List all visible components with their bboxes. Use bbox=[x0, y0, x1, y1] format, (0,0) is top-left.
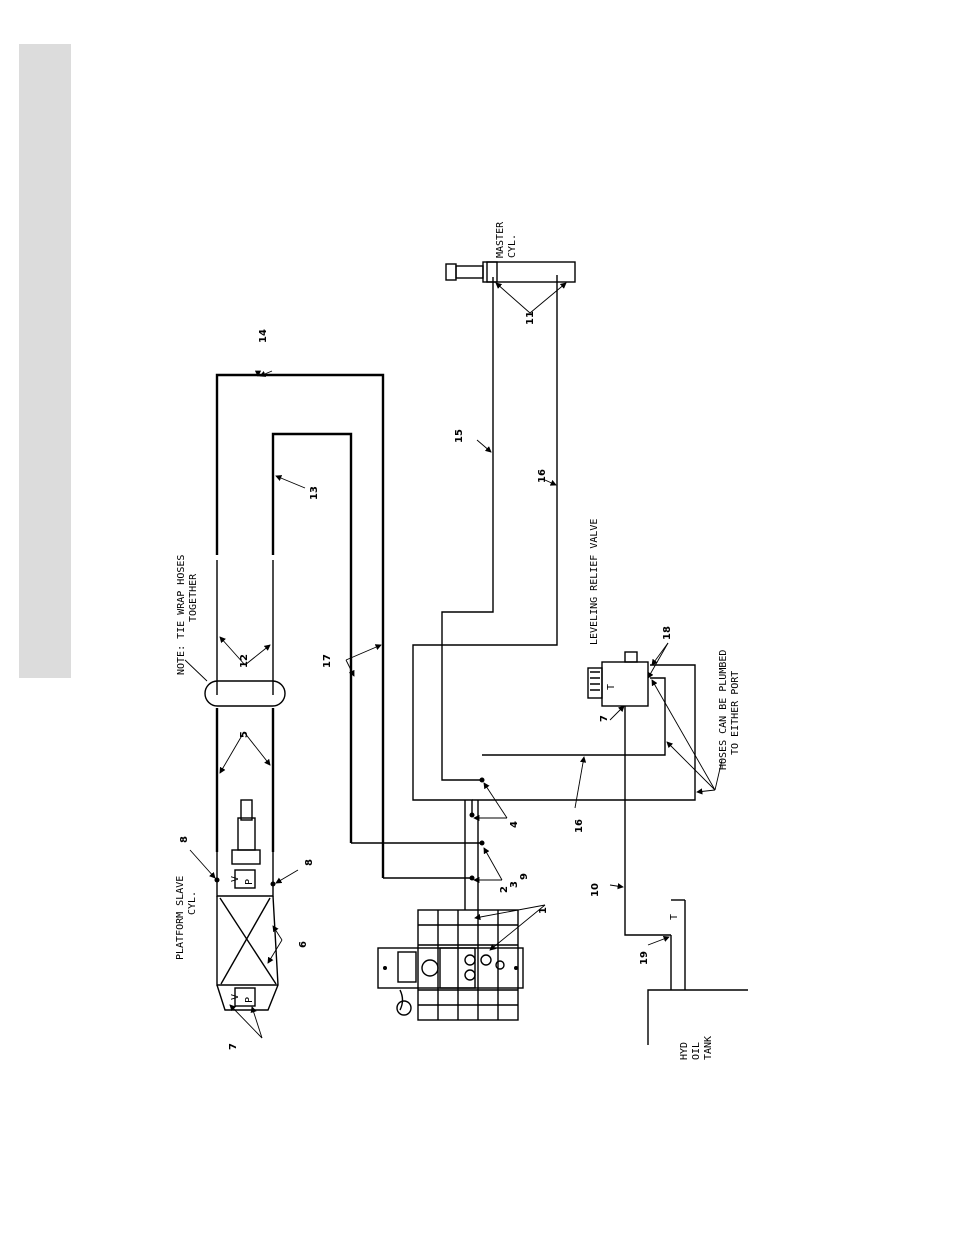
svg-text:OIL: OIL bbox=[691, 1042, 702, 1060]
hose-14 bbox=[217, 375, 472, 878]
callout-11: 11 bbox=[525, 311, 536, 325]
callout-9: 9 bbox=[519, 873, 530, 880]
port-v-lower: V bbox=[230, 994, 241, 1000]
port-p-upper: P bbox=[244, 879, 255, 885]
label-hoses-port: HOSES CAN BE PLUMBED TO EITHER PORT bbox=[718, 650, 741, 770]
label-note: NOTE: TIE WRAP HOSES TOGETHER bbox=[176, 555, 199, 675]
svg-text:TANK: TANK bbox=[703, 1036, 714, 1060]
hose-16-lower bbox=[472, 665, 695, 800]
callout-19: 19 bbox=[639, 951, 650, 965]
hydraulic-tank bbox=[648, 900, 748, 1045]
port-t-tank: T bbox=[669, 914, 680, 920]
leveling-relief-valve bbox=[588, 652, 648, 706]
callout-3: 3 bbox=[509, 881, 520, 888]
callout-6: 6 bbox=[298, 941, 309, 948]
svg-text:TO EITHER PORT: TO EITHER PORT bbox=[730, 671, 741, 755]
callout-13: 13 bbox=[309, 486, 320, 500]
callout-16-lower: 16 bbox=[574, 819, 585, 833]
hose-13 bbox=[273, 434, 482, 843]
svg-text:NOTE: TIE WRAP HOSES: NOTE: TIE WRAP HOSES bbox=[176, 555, 187, 675]
hose-16-upper bbox=[482, 678, 665, 755]
master-cylinder bbox=[446, 262, 575, 282]
svg-text:PLATFORM SLAVE: PLATFORM SLAVE bbox=[175, 876, 186, 960]
svg-text:MASTER: MASTER bbox=[495, 221, 506, 258]
control-valve bbox=[378, 910, 523, 1020]
callout-17: 17 bbox=[322, 654, 333, 668]
svg-text:CYL.: CYL. bbox=[187, 891, 198, 915]
callout-8-left: 8 bbox=[179, 836, 190, 843]
port-v-upper: V bbox=[230, 876, 241, 882]
hose-10 bbox=[625, 706, 671, 935]
callout-7-relief: 7 bbox=[599, 715, 610, 722]
callout-14: 14 bbox=[258, 329, 269, 343]
svg-text:HYD: HYD bbox=[679, 1042, 690, 1060]
callout-12: 12 bbox=[239, 654, 250, 668]
callout-15: 15 bbox=[454, 429, 465, 443]
callout-18: 18 bbox=[662, 626, 673, 640]
svg-text:TOGETHER: TOGETHER bbox=[188, 573, 199, 622]
platform-slave-cylinder bbox=[215, 800, 279, 1010]
hose-4 bbox=[413, 275, 557, 815]
label-platform-slave: PLATFORM SLAVE CYL. bbox=[175, 876, 198, 960]
callout-4: 4 bbox=[509, 821, 520, 828]
port-t-relief: T bbox=[606, 684, 617, 690]
label-tank: HYD OIL TANK bbox=[679, 1036, 714, 1060]
callout-8-right: 8 bbox=[304, 859, 315, 866]
callout-7-slave: 7 bbox=[228, 1043, 239, 1050]
svg-text:HOSES CAN BE PLUMBED: HOSES CAN BE PLUMBED bbox=[718, 650, 729, 770]
label-leveling-relief: LEVELING RELIEF VALVE bbox=[589, 519, 600, 645]
label-master: MASTER CYL. bbox=[495, 221, 518, 258]
callout-16-upper: 16 bbox=[537, 469, 548, 483]
callout-10: 10 bbox=[590, 883, 601, 897]
svg-text:CYL.: CYL. bbox=[507, 234, 518, 258]
callout-5: 5 bbox=[239, 731, 250, 738]
hose-15 bbox=[442, 277, 493, 780]
port-p-lower: P bbox=[244, 997, 255, 1003]
callout-1: 1 bbox=[538, 907, 549, 914]
